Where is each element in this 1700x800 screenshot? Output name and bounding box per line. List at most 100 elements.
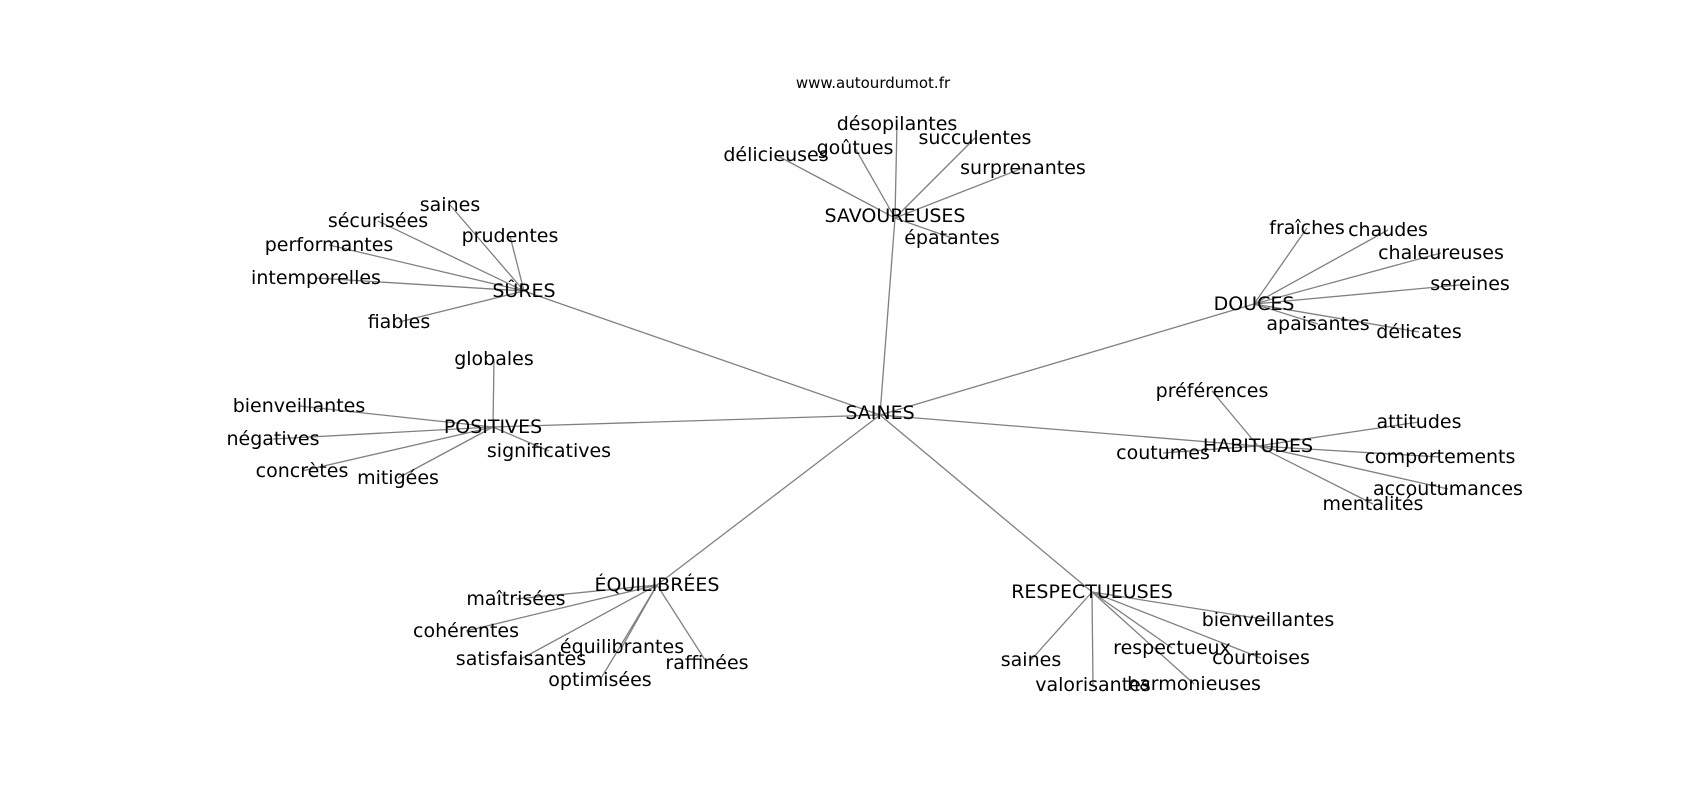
leaf-node-label: performantes <box>265 234 394 256</box>
leaf-node-label: concrètes <box>256 460 349 482</box>
group-to-leaf-edge <box>775 154 896 219</box>
center-to-group-edge <box>879 414 1093 593</box>
group-to-leaf-edge <box>492 426 550 452</box>
group-to-leaf-edge <box>298 405 494 428</box>
group-to-leaf-edge <box>301 426 494 472</box>
leaf-node-label: fiables <box>368 311 431 333</box>
leaf-node-label: cohérentes <box>413 620 519 642</box>
leaf-node-label: équilibrantes <box>560 636 684 658</box>
group-to-leaf-edge <box>1091 591 1094 686</box>
group-to-leaf-edge <box>1091 591 1269 621</box>
group-node-label: DOUCES <box>1214 293 1295 315</box>
leaf-node-label: goûtues <box>817 137 894 159</box>
leaf-node-label: délicieuses <box>723 144 828 166</box>
center-to-group-edge <box>523 290 881 416</box>
center-to-group-edge <box>492 414 881 428</box>
group-to-leaf-edge <box>1257 421 1420 447</box>
leaf-node-label: courtoises <box>1212 647 1310 669</box>
leaf-node-label: désopilantes <box>837 113 958 135</box>
leaf-node-label: significatives <box>487 440 611 462</box>
group-to-leaf-edge <box>1211 390 1259 447</box>
group-to-leaf-edge <box>449 204 525 292</box>
group-to-leaf-edge <box>1253 227 1308 305</box>
group-to-leaf-edge <box>1253 229 1389 305</box>
group-to-leaf-edge <box>465 584 658 632</box>
center-node-label: SAINES <box>845 402 914 424</box>
leaf-node-label: harmonieuses <box>1127 673 1261 695</box>
leaf-node-label: saines <box>1001 649 1061 671</box>
group-to-leaf-edge <box>1091 591 1173 649</box>
leaf-node-label: maîtrisées <box>466 588 565 610</box>
leaf-node-label: fraîches <box>1269 217 1345 239</box>
leaf-node-label: prudentes <box>462 225 559 247</box>
group-to-leaf-edge <box>397 426 494 479</box>
leaf-node-label: comportements <box>1365 446 1516 468</box>
group-to-leaf-edge <box>894 217 953 239</box>
center-to-group-edge <box>879 217 896 416</box>
group-to-leaf-edge <box>515 584 658 600</box>
group-to-leaf-edge <box>894 137 976 219</box>
group-to-leaf-edge <box>1253 252 1442 305</box>
group-node-label: SAVOUREUSES <box>825 205 966 227</box>
leaf-node-label: apaisantes <box>1266 313 1369 335</box>
group-node-label: POSITIVES <box>444 416 542 438</box>
group-node-label: HABITUDES <box>1203 435 1313 457</box>
leaf-node-label: chaudes <box>1348 219 1428 241</box>
group-to-leaf-edge <box>1162 445 1259 454</box>
leaf-node-label: coutumes <box>1116 442 1210 464</box>
leaf-node-label: surprenantes <box>960 157 1086 179</box>
group-to-leaf-edge <box>1253 303 1319 325</box>
group-to-leaf-edge <box>1030 591 1093 661</box>
center-to-group-edge <box>879 303 1255 416</box>
leaf-node-label: optimisées <box>548 669 651 691</box>
group-to-leaf-edge <box>492 358 495 428</box>
group-to-leaf-edge <box>1257 445 1449 490</box>
group-to-leaf-edge <box>599 584 658 681</box>
leaf-node-label: préférences <box>1156 380 1269 402</box>
leaf-node-label: saines <box>420 194 480 216</box>
graph-edges <box>272 123 1471 686</box>
leaf-node-label: satisfaisantes <box>456 648 586 670</box>
leaf-node-label: mitigées <box>357 467 439 489</box>
graph-labels: www.autourdumot.fr SAINES SAVOUREUSES dés… <box>227 74 1523 696</box>
leaf-node-label: chaleureuses <box>1378 242 1504 264</box>
group-to-leaf-edge <box>328 244 525 292</box>
leaf-node-label: attitudes <box>1377 411 1462 433</box>
group-to-leaf-edge <box>854 147 896 219</box>
center-to-group-edge <box>656 414 881 586</box>
group-to-leaf-edge <box>894 123 898 219</box>
leaf-node-label: intemporelles <box>251 267 381 289</box>
leaf-node-label: négatives <box>227 428 320 450</box>
leaf-node-label: épatantes <box>904 227 1000 249</box>
group-to-leaf-edge <box>1257 445 1374 505</box>
leaf-node-label: raffinées <box>665 652 748 674</box>
leaf-node-label: accoutumances <box>1373 478 1523 500</box>
group-to-leaf-edge <box>377 220 525 292</box>
group-to-leaf-edge <box>509 235 525 292</box>
leaf-node-label: globales <box>454 348 534 370</box>
leaf-node-label: succulentes <box>919 127 1032 149</box>
group-to-leaf-edge <box>1253 283 1471 305</box>
group-to-leaf-edge <box>1091 591 1262 659</box>
leaf-node-label: bienveillantes <box>233 395 366 417</box>
leaf-node-label: respectueux <box>1113 637 1231 659</box>
group-node-label: RESPECTUEUSES <box>1011 581 1173 603</box>
source-url: www.autourdumot.fr <box>796 74 951 92</box>
leaf-node-label: valorisantes <box>1035 674 1151 696</box>
leaf-node-label: mentalités <box>1323 493 1424 515</box>
leaf-node-label: sereines <box>1430 273 1510 295</box>
group-node-label: ÉQUILIBRÉES <box>595 573 720 596</box>
group-to-leaf-edge <box>272 426 494 440</box>
group-to-leaf-edge <box>1091 591 1195 685</box>
group-to-leaf-edge <box>656 584 708 664</box>
leaf-node-label: délicates <box>1376 321 1461 343</box>
group-to-leaf-edge <box>1257 445 1441 458</box>
group-to-leaf-edge <box>398 290 525 323</box>
center-to-group-edge <box>879 414 1259 447</box>
group-to-leaf-edge <box>1253 303 1420 333</box>
group-node-label: SÛRES <box>492 278 555 302</box>
group-to-leaf-edge <box>315 277 525 292</box>
leaf-node-label: sécurisées <box>328 210 428 232</box>
group-to-leaf-edge <box>894 167 1024 219</box>
